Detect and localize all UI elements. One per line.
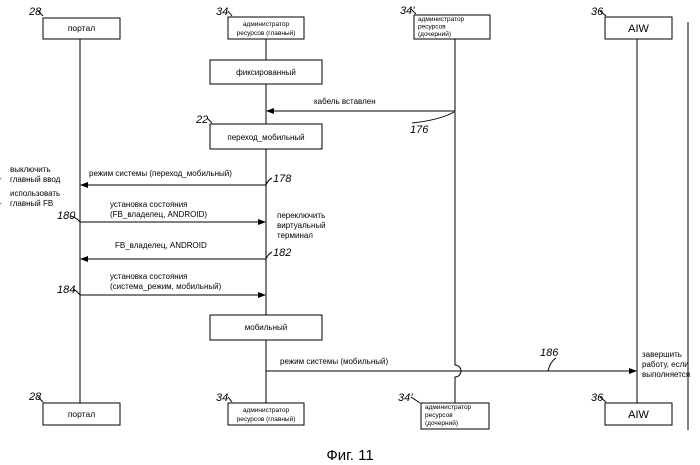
aiw-ref-bottom: 36 xyxy=(591,392,604,404)
child-rm-header-bottom-line1: администратор xyxy=(425,404,472,411)
portal-header-bottom: портал 28 xyxy=(28,391,120,425)
message-set-state-owner-line2: (FB_владелец, ANDROID) xyxy=(110,210,207,219)
main-rm-header-top: администратор ресурсов (главный) 34 xyxy=(216,6,304,39)
note-disable-main-input-line1: выключить xyxy=(10,165,51,174)
portal-ref-top: 28 xyxy=(28,6,42,18)
note-use-main-fb-line1: использовать xyxy=(10,189,60,198)
aiw-ref-top: 36 xyxy=(591,6,604,18)
note-use-main-fb: - использовать главный FB xyxy=(0,189,60,208)
state-mobile-label: мобильный xyxy=(245,323,287,332)
note-finish-work-line1: завершить xyxy=(642,350,682,359)
aiw-header-top: AIW 36 xyxy=(591,6,672,39)
main-rm-header-top-line1: администратор xyxy=(243,21,290,28)
message-system-mode-mobile-ref: 186 xyxy=(540,347,559,359)
portal-header-bottom-label: портал xyxy=(68,409,95,419)
message-set-state-system-mode-ref: 184 xyxy=(57,284,75,296)
message-system-mode-mobile-label: режим системы (мобильный) xyxy=(280,357,388,366)
message-system-mode-transition: режим системы (переход_мобильный) 178 xyxy=(81,169,292,185)
main-rm-header-bottom: администратор ресурсов (главный) 34 xyxy=(216,392,304,425)
aiw-header-bottom-label: AIW xyxy=(628,409,649,421)
message-set-state-system-mode-line2: (система_режим, мобильный) xyxy=(110,282,222,291)
child-rm-header-bottom-line3: (дочерний) xyxy=(425,419,458,427)
child-rm-header-top-line3: (дочерний) xyxy=(418,30,451,38)
message-system-mode-transition-ref: 178 xyxy=(273,173,292,185)
lifelines xyxy=(80,22,688,430)
aiw-header-bottom: AIW 36 xyxy=(591,392,672,425)
message-cable-inserted-ref: 176 xyxy=(410,124,429,136)
message-system-mode-mobile: режим системы (мобильный) 186 xyxy=(266,347,636,371)
child-rm-header-bottom: администратор ресурсов (дочерний) 34’ xyxy=(398,392,489,429)
main-rm-header-bottom-line1: администратор xyxy=(243,407,290,414)
note-disable-main-input-line2: главный ввод xyxy=(10,175,61,184)
note-finish-work-line2: работу, если xyxy=(642,360,689,369)
state-transition-mobile: переход_мобильный 22 xyxy=(195,114,322,149)
message-fb-owner-label: FB_владелец, ANDROID xyxy=(115,241,207,250)
child-rm-header-top: администратор ресурсов (дочерний) 34’ xyxy=(400,5,490,39)
note-use-main-fb-line2: главный FB xyxy=(10,199,53,208)
message-system-mode-transition-label: режим системы (переход_мобильный) xyxy=(89,169,232,178)
note-switch-virtual-terminal-line3: терминал xyxy=(277,231,313,240)
bottom-participant-headers: портал 28 администратор ресурсов (главны… xyxy=(28,391,672,429)
aiw-header-top-label: AIW xyxy=(628,23,649,35)
note-finish-work: завершить работу, если выполняется xyxy=(642,350,690,379)
state-transition-mobile-ref: 22 xyxy=(195,114,208,126)
child-rm-header-top-line1: администратор xyxy=(418,16,465,23)
child-rm-ref-bottom: 34’ xyxy=(398,392,413,404)
top-participant-headers: портал 28 администратор ресурсов (главны… xyxy=(28,5,672,39)
state-fixed: фиксированный xyxy=(210,60,322,84)
state-fixed-label: фиксированный xyxy=(236,68,296,77)
note-switch-virtual-terminal-line1: переключить xyxy=(277,211,325,220)
main-rm-ref-top: 34 xyxy=(216,6,228,18)
state-transition-mobile-label: переход_мобильный xyxy=(227,133,304,142)
main-rm-header-bottom-line2: ресурсов (главный) xyxy=(237,415,296,423)
message-set-state-system-mode-line1: установка состояния xyxy=(110,272,188,281)
portal-header-top-label: портал xyxy=(68,23,95,33)
message-set-state-owner-ref: 180 xyxy=(57,210,76,222)
message-fb-owner: FB_владелец, ANDROID 182 xyxy=(81,241,291,259)
message-set-state-owner: установка состояния (FB_владелец, ANDROI… xyxy=(57,200,265,222)
note-finish-work-line3: выполняется xyxy=(642,370,690,379)
note-switch-virtual-terminal-line2: виртуальный xyxy=(277,221,326,230)
portal-ref-bottom: 28 xyxy=(28,391,42,403)
portal-header-top: портал 28 xyxy=(28,6,120,39)
svg-text:-: - xyxy=(0,174,2,183)
message-set-state-system-mode: установка состояния (система_режим, моби… xyxy=(57,272,265,296)
child-rm-header-top-line2: ресурсов xyxy=(418,24,446,31)
message-fb-owner-ref: 182 xyxy=(273,247,291,259)
message-set-state-owner-line1: установка состояния xyxy=(110,200,188,209)
message-cable-inserted-label: кабель вставлен xyxy=(314,97,376,106)
child-rm-lifeline xyxy=(455,39,461,403)
figure-caption: Фиг. 11 xyxy=(326,447,373,464)
state-mobile: мобильный xyxy=(210,315,322,340)
main-rm-ref-bottom: 34 xyxy=(216,392,228,404)
child-rm-header-bottom-line2: ресурсов xyxy=(425,412,453,419)
note-disable-main-input: - выключить главный ввод xyxy=(0,165,61,184)
note-switch-virtual-terminal: переключить виртуальный терминал xyxy=(277,211,326,240)
main-rm-header-top-line2: ресурсов (главный) xyxy=(237,29,296,37)
svg-text:-: - xyxy=(0,199,2,208)
